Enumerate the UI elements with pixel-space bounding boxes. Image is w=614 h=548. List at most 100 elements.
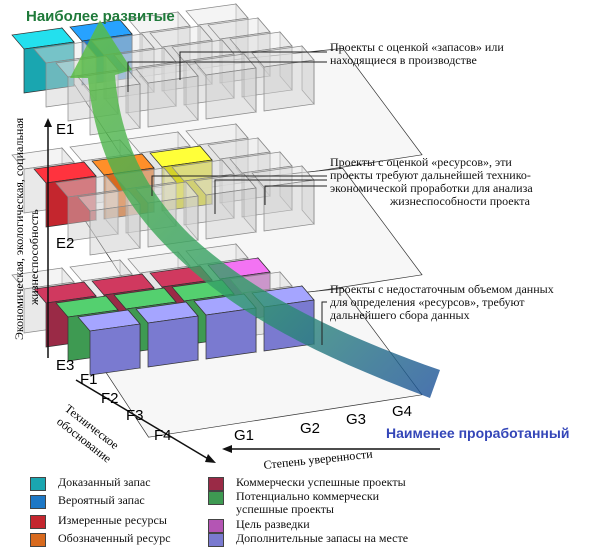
cube-front-face <box>205 67 257 120</box>
resources-annotation-line: жизнеспособности проекта <box>390 194 530 208</box>
f2-label: F2 <box>101 390 119 407</box>
insufficient-annotation-line: дальнейшего сбора данных <box>330 308 470 322</box>
ghost-cube <box>185 3 249 70</box>
g3-label: G3 <box>346 411 366 428</box>
most-developed-title: Наиболее развитые <box>26 8 175 25</box>
insufficient-annotation-line: для определения «ресурсов», требуют <box>330 295 525 309</box>
cube-front-face <box>205 307 257 360</box>
legend-item: Вероятный запас <box>30 494 145 509</box>
f4-label: F4 <box>154 427 172 444</box>
ghost-cube <box>77 189 141 256</box>
legend-swatch <box>30 477 46 491</box>
cube-front-face <box>147 315 199 368</box>
cube-front-face <box>161 159 213 212</box>
reserves-annotation-line: находящиеся в производстве <box>330 53 477 67</box>
insufficient-annotation: Проекты с недостаточным объемом данных д… <box>330 283 610 322</box>
legend-swatch <box>30 495 46 509</box>
legend-swatch <box>30 533 46 547</box>
ghost-cube <box>193 53 257 120</box>
e1-label: E1 <box>56 121 74 138</box>
cube-front-face <box>241 165 293 218</box>
legend-swatch <box>208 519 224 533</box>
vertical-axis-arrowhead <box>44 118 52 127</box>
reserves-annotation-line: Проекты с оценкой «запасов» или <box>330 40 504 54</box>
ghost-cube <box>251 165 315 232</box>
cube-front-face <box>263 179 315 232</box>
cube-front-face <box>45 175 97 228</box>
legend-item: Измеренные ресурсы <box>30 514 167 529</box>
ghost-cube <box>229 151 293 218</box>
legend-label: Цель разведки <box>236 517 310 531</box>
vertical-axis-label-line1: Экономическая, экологическая, социальная <box>12 117 26 340</box>
legend-label-line: Потенциально коммерчески <box>236 489 380 503</box>
cube-front-face <box>67 189 119 242</box>
legend-label: Вероятный запас <box>58 493 145 507</box>
g1-label: G1 <box>234 427 254 444</box>
cube-front-face <box>89 203 141 256</box>
legend-label: Доказанный запас <box>58 475 151 489</box>
cube-front-face <box>183 53 235 106</box>
ghost-cube <box>171 39 235 106</box>
vertical-axis-label-line2: жизнеспособность <box>27 209 41 306</box>
ghost-cube <box>55 175 119 242</box>
least-developed-title: Наименее проработанный <box>386 425 570 441</box>
ghost-cube <box>229 31 293 98</box>
legend-label-line: успешные проекты <box>236 502 334 516</box>
resource-cube <box>33 161 97 228</box>
legend-item: Коммерчески успешные проекты <box>208 476 406 491</box>
cube-front-face <box>219 31 271 84</box>
legend-item: Доказанный запас <box>30 476 151 491</box>
legend-swatch <box>208 491 224 505</box>
reserve-cube <box>11 27 75 94</box>
cube-front-face <box>23 41 75 94</box>
e2-label: E2 <box>56 235 74 252</box>
insufficient-annotation-line: Проекты с недостаточным объемом данных <box>330 282 554 296</box>
cube-front-face <box>89 323 141 376</box>
ghost-cube <box>127 11 191 78</box>
cube-front-face <box>147 75 199 128</box>
resources-annotation: Проекты с оценкой «ресурсов», эти проект… <box>330 156 590 208</box>
cube-front-face <box>183 173 235 226</box>
cube-front-face <box>205 187 257 240</box>
resources-annotation-line: проекты требуют дальнейшей технико- <box>330 168 531 182</box>
legend-label: Обозначенный ресурс <box>58 531 171 545</box>
legend: Доказанный запас Вероятный запас Измерен… <box>30 476 590 547</box>
legend-label: Измеренные ресурсы <box>58 513 167 527</box>
cube-front-face <box>219 151 271 204</box>
reserves-annotation: Проекты с оценкой «запасов» или находящи… <box>330 41 590 67</box>
resources-annotation-line: Проекты с оценкой «ресурсов», эти <box>330 155 512 169</box>
ghost-cube <box>193 173 257 240</box>
ghost-cube <box>135 61 199 128</box>
project-cube <box>77 309 141 376</box>
leader-lines <box>127 51 327 345</box>
legend-swatch <box>30 515 46 529</box>
legend-label: Коммерчески успешные проекты <box>236 475 406 489</box>
legend-item: Дополнительные запасы на месте <box>208 532 408 547</box>
f1-label: F1 <box>80 371 98 388</box>
ghost-cube <box>113 47 177 114</box>
legend-swatch <box>208 477 224 491</box>
project-cube <box>135 301 199 368</box>
horizontal-axis-arrowhead <box>222 445 232 453</box>
depth-axis-arrowhead <box>205 454 216 463</box>
cube-front-face <box>139 25 191 78</box>
g2-label: G2 <box>300 420 320 437</box>
legend-swatch <box>208 533 224 547</box>
legend-item: Обозначенный ресурс <box>30 532 171 547</box>
cube-front-face <box>241 45 293 98</box>
legend-label: Дополнительные запасы на месте <box>236 531 409 545</box>
cube-front-face <box>197 17 249 70</box>
horizontal-axis-label: Степень уверенности <box>263 447 374 472</box>
f3-label: F3 <box>126 407 144 424</box>
resource-cube <box>149 145 213 212</box>
development-arrow <box>70 20 440 398</box>
ghost-cube <box>207 137 271 204</box>
resources-annotation-line: экономической проработки для анализа <box>330 181 533 195</box>
g4-label: G4 <box>392 403 412 420</box>
legend-item: Цель разведки <box>208 518 310 533</box>
cube-front-face <box>263 59 315 112</box>
e3-label: E3 <box>56 357 74 374</box>
